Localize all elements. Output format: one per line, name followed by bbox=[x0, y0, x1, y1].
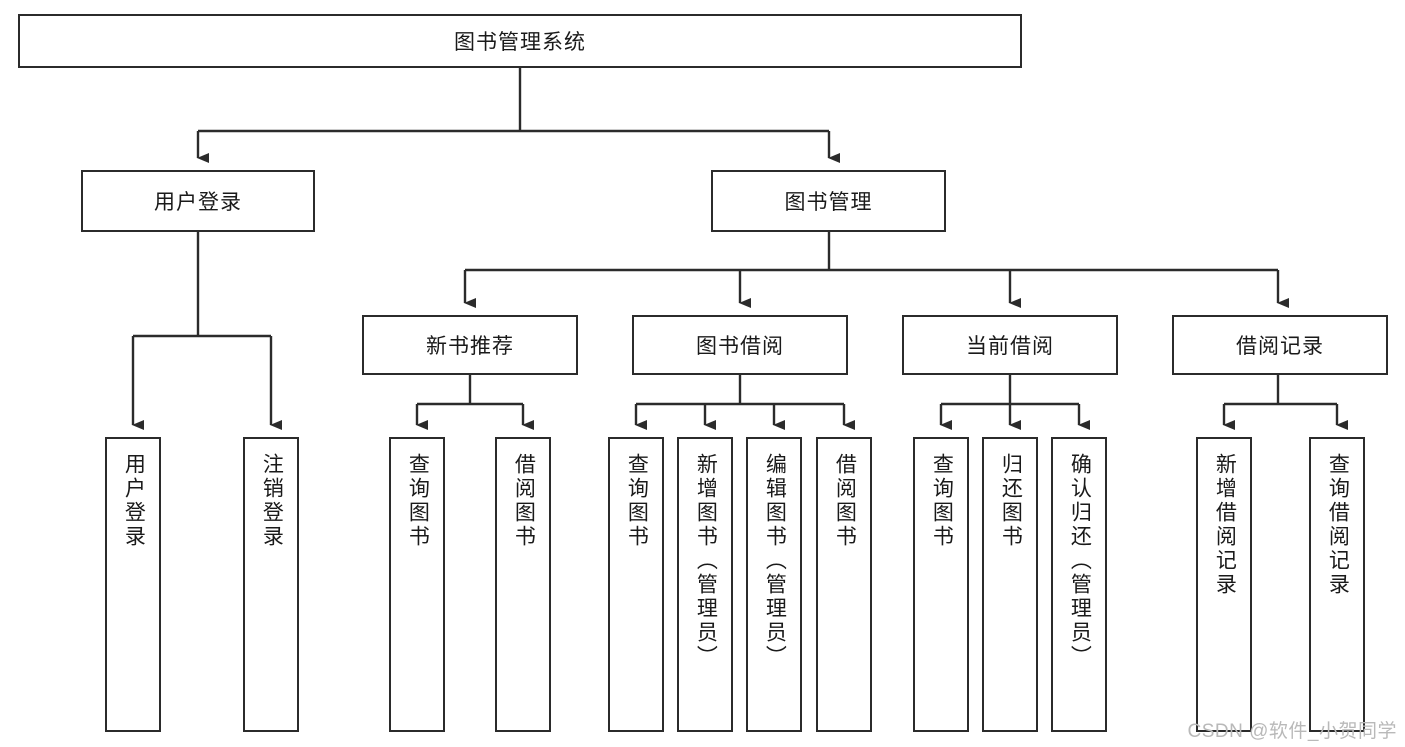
node-new-book-recommend[interactable]: 新书推荐 bbox=[362, 315, 578, 375]
leaf-borrow-add-book-admin[interactable]: 新增图书（管理员） bbox=[677, 437, 733, 732]
node-current-borrow[interactable]: 当前借阅 bbox=[902, 315, 1118, 375]
node-book-management[interactable]: 图书管理 bbox=[711, 170, 946, 232]
node-borrow-record[interactable]: 借阅记录 bbox=[1172, 315, 1388, 375]
node-label: 确认归还（管理员） bbox=[1068, 453, 1092, 669]
node-user-login[interactable]: 用户登录 bbox=[81, 170, 315, 232]
leaf-current-confirm-return-admin[interactable]: 确认归还（管理员） bbox=[1051, 437, 1107, 732]
node-label: 借阅图书 bbox=[512, 453, 536, 549]
leaf-user-login[interactable]: 用户登录 bbox=[105, 437, 161, 732]
leaf-record-query-record[interactable]: 查询借阅记录 bbox=[1309, 437, 1365, 732]
node-book-borrow[interactable]: 图书借阅 bbox=[632, 315, 848, 375]
leaf-borrow-edit-book-admin[interactable]: 编辑图书（管理员） bbox=[746, 437, 802, 732]
node-label: 图书管理 bbox=[784, 191, 873, 214]
node-label: 编辑图书（管理员） bbox=[763, 453, 787, 669]
node-label: 借阅记录 bbox=[1236, 335, 1324, 358]
leaf-user-logout[interactable]: 注销登录 bbox=[243, 437, 299, 732]
leaf-recommend-borrow-book[interactable]: 借阅图书 bbox=[495, 437, 551, 732]
node-label: 当前借阅 bbox=[966, 335, 1054, 358]
leaf-current-query-book[interactable]: 查询图书 bbox=[913, 437, 969, 732]
node-label: 用户登录 bbox=[154, 191, 242, 214]
leaf-recommend-query-book[interactable]: 查询图书 bbox=[389, 437, 445, 732]
node-label: 查询图书 bbox=[406, 453, 430, 549]
node-label: 图书管理系统 bbox=[454, 31, 586, 54]
leaf-current-return-book[interactable]: 归还图书 bbox=[982, 437, 1038, 732]
leaf-borrow-query-book[interactable]: 查询图书 bbox=[608, 437, 664, 732]
node-label: 借阅图书 bbox=[833, 453, 857, 549]
node-label: 用户登录 bbox=[122, 453, 146, 549]
node-label: 归还图书 bbox=[999, 453, 1023, 549]
leaf-record-add-record[interactable]: 新增借阅记录 bbox=[1196, 437, 1252, 732]
node-label: 查询图书 bbox=[625, 453, 649, 549]
watermark: CSDN @软件_小贺同学 bbox=[1187, 721, 1397, 742]
node-label: 查询借阅记录 bbox=[1326, 453, 1350, 597]
node-label: 新书推荐 bbox=[426, 335, 514, 358]
leaf-borrow-borrow-book[interactable]: 借阅图书 bbox=[816, 437, 872, 732]
node-label: 新增借阅记录 bbox=[1213, 453, 1237, 597]
node-label: 新增图书（管理员） bbox=[694, 453, 718, 669]
node-root-system[interactable]: 图书管理系统 bbox=[18, 14, 1022, 68]
node-label: 注销登录 bbox=[260, 453, 284, 549]
node-label: 查询图书 bbox=[930, 453, 954, 549]
node-label: 图书借阅 bbox=[696, 335, 784, 358]
